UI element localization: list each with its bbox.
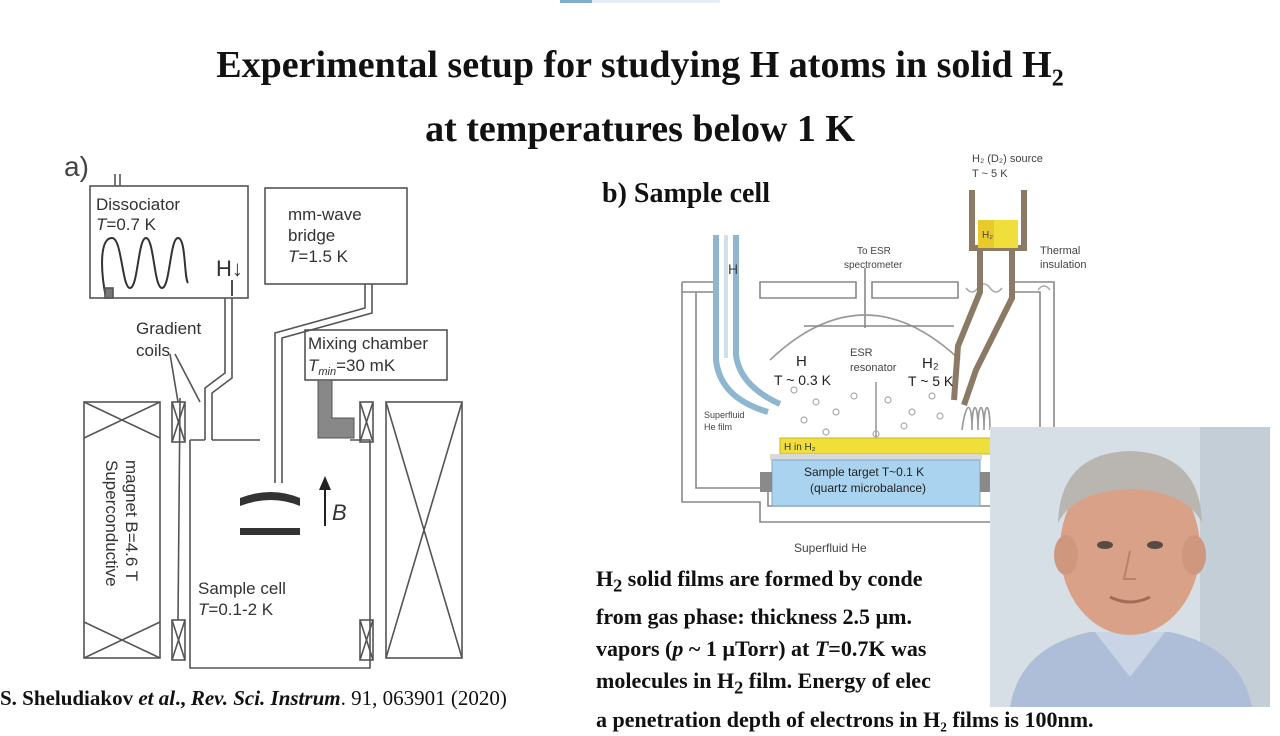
magnet-left — [83, 401, 161, 659]
svg-text:(quartz microbalance): (quartz microbalance) — [810, 481, 926, 495]
svg-text:B: B — [332, 500, 347, 525]
svg-text:H₂: H₂ — [922, 355, 939, 372]
dissociator-box — [89, 185, 249, 299]
progress-indicator — [560, 0, 720, 3]
svg-text:bridge: bridge — [288, 226, 335, 245]
svg-text:Sample cell: Sample cell — [198, 579, 286, 598]
svg-text:H₂ (D₂) source: H₂ (D₂) source — [972, 153, 1043, 165]
svg-text:H: H — [796, 353, 807, 370]
svg-text:T=0.7 K: T=0.7 K — [96, 215, 157, 234]
svg-text:T ~ 5 K: T ~ 5 K — [972, 168, 1008, 180]
mm-wave-bridge-box — [264, 187, 408, 285]
citation: S. Sheludiakov et al., Rev. Sci. Instrum… — [0, 686, 507, 710]
svg-text:H in H₂: H in H₂ — [784, 442, 816, 453]
panel-a-label: a) — [64, 151, 89, 182]
svg-text:H₂: H₂ — [982, 230, 993, 241]
description-text: H2 solid films are formed by conde from … — [596, 566, 1094, 732]
svg-text:T=1.5 K: T=1.5 K — [288, 247, 349, 266]
svg-text:To ESR: To ESR — [857, 246, 891, 257]
svg-text:Superfluid He: Superfluid He — [794, 541, 867, 555]
svg-text:Sample target T~0.1 K: Sample target T~0.1 K — [804, 465, 924, 479]
magnet-right — [385, 401, 463, 659]
figure-a-setup-diagram: a) Dissociator T=0.7 K H↓ mm-wave bridge… — [64, 151, 463, 669]
svg-text:He film: He film — [704, 422, 732, 432]
svg-text:Tmin=30 mK: Tmin=30 mK — [308, 356, 396, 378]
svg-text:H↓: H↓ — [216, 256, 243, 281]
svg-text:Superfluid: Superfluid — [704, 410, 745, 420]
svg-text:resonator: resonator — [850, 362, 897, 374]
svg-text:Superconductive: Superconductive — [102, 460, 121, 587]
svg-text:Gradient: Gradient — [136, 319, 201, 338]
svg-text:ESR: ESR — [850, 347, 873, 359]
svg-text:Mixing chamber: Mixing chamber — [308, 334, 428, 353]
svg-text:coils: coils — [136, 341, 170, 360]
svg-text:T ~ 0.3 K: T ~ 0.3 K — [774, 372, 832, 388]
presenter-webcam-video — [990, 427, 1270, 707]
svg-text:spectrometer: spectrometer — [844, 260, 903, 271]
svg-text:H: H — [728, 261, 738, 277]
panel-b-label: b) Sample cell — [602, 178, 770, 209]
svg-text:mm-wave: mm-wave — [288, 205, 362, 224]
presenter-avatar — [990, 427, 1270, 707]
svg-text:insulation: insulation — [1040, 259, 1086, 271]
gradient-coil-bottom-right — [359, 619, 374, 661]
gradient-coil-top-left — [171, 401, 186, 443]
svg-text:T=0.1-2 K: T=0.1-2 K — [198, 600, 274, 619]
gradient-coil-top-right — [359, 401, 374, 443]
slide-title: Experimental setup for studying H atoms … — [216, 44, 1064, 150]
figure-b-sample-cell-diagram: H₂ (D₂) source T ~ 5 K H₂ To ESR spectro… — [681, 153, 1086, 555]
svg-text:magnet B=4.6 T: magnet B=4.6 T — [122, 460, 141, 581]
svg-text:Dissociator: Dissociator — [96, 195, 180, 214]
mixing-chamber-box — [304, 329, 448, 381]
svg-text:T ~ 5 K: T ~ 5 K — [908, 373, 954, 389]
svg-text:Thermal: Thermal — [1040, 245, 1080, 257]
